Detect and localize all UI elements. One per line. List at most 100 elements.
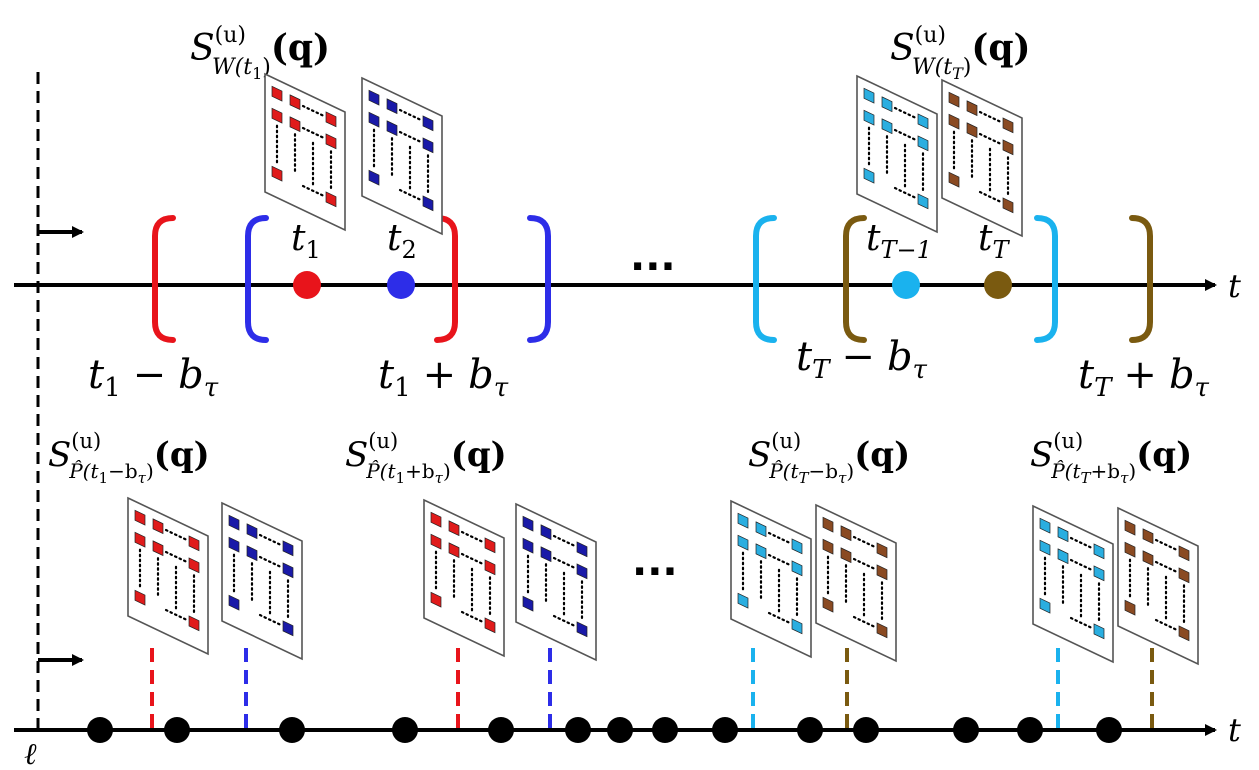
matrix-w-tT-cyan-dots — [893, 106, 919, 120]
matrix-p-tT-minus-cyan-cell — [791, 538, 803, 555]
bottom-ellipsis: ... — [632, 539, 678, 585]
matrix-w-t1-red-cell — [271, 165, 283, 182]
matrix-p-tT-minus-cyan-cell — [737, 592, 749, 609]
matrix-w-tT-brown — [941, 78, 1023, 238]
matrix-w-t1-red-dots — [301, 104, 327, 118]
matrix-p-t1-minus-blue-cell — [282, 562, 294, 579]
matrix-p-tT-minus-brown-cell — [822, 516, 834, 533]
matrix-w-tT-brown-dots — [978, 110, 1004, 124]
matrix-w-t1-blue — [361, 76, 443, 236]
bottom-matrix-label-3: S(u)P̂(tT−bτ)(q) — [748, 429, 910, 487]
matrix-p-t1-plus-blue-cell — [576, 563, 588, 580]
matrix-p-tT-minus-cyan-cell — [791, 618, 803, 635]
matrix-p-t1-plus-blue-cell — [522, 537, 534, 554]
matrix-p-t1-minus-red-cell — [188, 535, 200, 552]
matrix-w-t1-blue-cell — [422, 195, 434, 212]
matrix-p-t1-plus-blue — [515, 502, 597, 662]
matrix-p-tT-minus-cyan-cell — [737, 512, 749, 529]
matrix-p-tT-plus-cyan-cell — [1039, 517, 1051, 534]
matrix-p-t1-plus-blue-frame — [515, 502, 597, 662]
matrix-p-tT-plus-cyan-cell — [1057, 526, 1069, 543]
matrix-w-t1-blue-cell — [368, 111, 380, 128]
window-brackets — [152, 215, 1153, 343]
matrix-p-tT-plus-brown-cell — [1178, 545, 1190, 562]
top-axis-label: t — [1228, 267, 1241, 305]
matrix-p-t1-plus-red-dots — [460, 610, 486, 624]
matrix-p-t1-plus-blue-cell — [540, 546, 552, 563]
matrix-p-t1-plus-red-cell — [484, 537, 496, 554]
matrix-p-t1-plus-red-dots — [460, 530, 486, 544]
matrix-w-tT-brown-cell — [1002, 139, 1014, 156]
matrix-p-tT-plus-cyan-cell — [1057, 548, 1069, 565]
matrix-p-t1-minus-red — [127, 496, 209, 656]
matrix-p-t1-minus-blue-cell — [282, 620, 294, 637]
matrix-p-tT-minus-brown-dots — [852, 535, 878, 549]
matrix-w-t1-red-cell — [271, 85, 283, 102]
matrix-p-tT-minus-cyan-dots — [767, 611, 793, 625]
sample-point-9 — [797, 717, 823, 743]
matrix-w-tT-cyan-cell — [863, 167, 875, 184]
matrix-w-t1-red-cell — [325, 191, 337, 208]
top-matrix-label-1: S(u)W(t1)(q) — [190, 23, 330, 83]
top-ellipsis: ... — [630, 234, 676, 280]
matrix-w-tT-brown-dots — [978, 190, 1004, 204]
matrix-w-tT-brown-cell — [966, 122, 978, 139]
matrix-p-t1-plus-blue-dots — [552, 534, 578, 548]
window-label-tT-minus: tT−bτ — [796, 334, 928, 385]
matrix-p-t1-minus-red-cell — [188, 615, 200, 632]
time-point-tT — [984, 271, 1012, 299]
matrix-p-t1-minus-red-dots — [164, 608, 190, 622]
matrix-p-tT-minus-brown-cell — [876, 564, 888, 581]
matrix-p-t1-plus-blue-cell — [576, 541, 588, 558]
matrix-p-tT-plus-brown-cell — [1142, 528, 1154, 545]
matrix-p-tT-minus-brown-cell — [822, 538, 834, 555]
matrix-p-tT-plus-cyan-cell — [1093, 565, 1105, 582]
matrix-w-t1-red-cell — [325, 133, 337, 150]
matrix-w-tT-cyan-cell — [881, 118, 893, 135]
matrix-p-tT-plus-brown-cell — [1124, 599, 1136, 616]
matrix-p-t1-minus-blue-frame — [221, 501, 303, 661]
matrix-p-t1-plus-red-cell — [430, 533, 442, 550]
sample-point-8 — [712, 717, 738, 743]
right-bracket-tT — [1129, 215, 1153, 343]
matrix-p-tT-minus-cyan-cell — [791, 560, 803, 577]
matrix-p-t1-minus-red-frame — [127, 496, 209, 656]
bottom-axis-label: t — [1228, 711, 1241, 749]
matrix-p-tT-plus-cyan — [1032, 504, 1114, 664]
matrix-p-t1-minus-red-dots — [164, 550, 190, 564]
matrix-w-tT-cyan-cell — [863, 87, 875, 104]
matrix-w-t1-red-dots — [301, 184, 327, 198]
matrix-p-tT-plus-cyan-frame — [1032, 504, 1114, 664]
matrix-w-t1-red-dots — [301, 126, 327, 140]
matrix-p-t1-minus-blue-dots — [258, 555, 284, 569]
sample-point-4 — [488, 717, 514, 743]
matrix-p-t1-minus-blue-cell — [228, 594, 240, 611]
matrix-p-t1-minus-red-cell — [134, 509, 146, 526]
matrix-w-tT-brown-cell — [948, 113, 960, 130]
bottom-matrix-labels: S(u)P̂(t1−bτ)(q) S(u)P̂(t1+bτ)(q) S(u)P̂… — [48, 429, 1192, 487]
sample-point-11 — [953, 717, 979, 743]
matrix-w-t1-blue-cell — [422, 115, 434, 132]
bottom-matrix-label-1: S(u)P̂(t1−bτ)(q) — [48, 429, 210, 487]
matrix-p-t1-plus-blue-cell — [576, 621, 588, 638]
matrix-p-t1-minus-red-dots — [164, 528, 190, 542]
matrix-w-t1-red-cell — [289, 116, 301, 133]
matrix-w-t1-red-cell — [325, 111, 337, 128]
sample-point-10 — [853, 717, 879, 743]
matrix-w-tT-cyan-cell — [917, 113, 929, 130]
window-label-t1-minus: t1−bτ — [88, 352, 219, 403]
matrix-w-tT-cyan-cell — [917, 193, 929, 210]
matrix-w-tT-brown-frame — [941, 78, 1023, 238]
matrix-p-tT-plus-cyan-dots — [1069, 558, 1095, 572]
sample-point-7 — [652, 717, 678, 743]
matrix-p-t1-minus-blue-cell — [282, 540, 294, 557]
matrix-p-tT-minus-brown-cell — [876, 542, 888, 559]
bottom-window-markers — [150, 648, 1154, 728]
matrix-w-tT-cyan-cell — [917, 135, 929, 152]
time-point-t2 — [387, 271, 415, 299]
bottom-matrix-label-2: S(u)P̂(t1+bτ)(q) — [345, 429, 507, 487]
sample-point-6 — [607, 717, 633, 743]
time-point-t1 — [293, 271, 321, 299]
sample-point-5 — [565, 717, 591, 743]
